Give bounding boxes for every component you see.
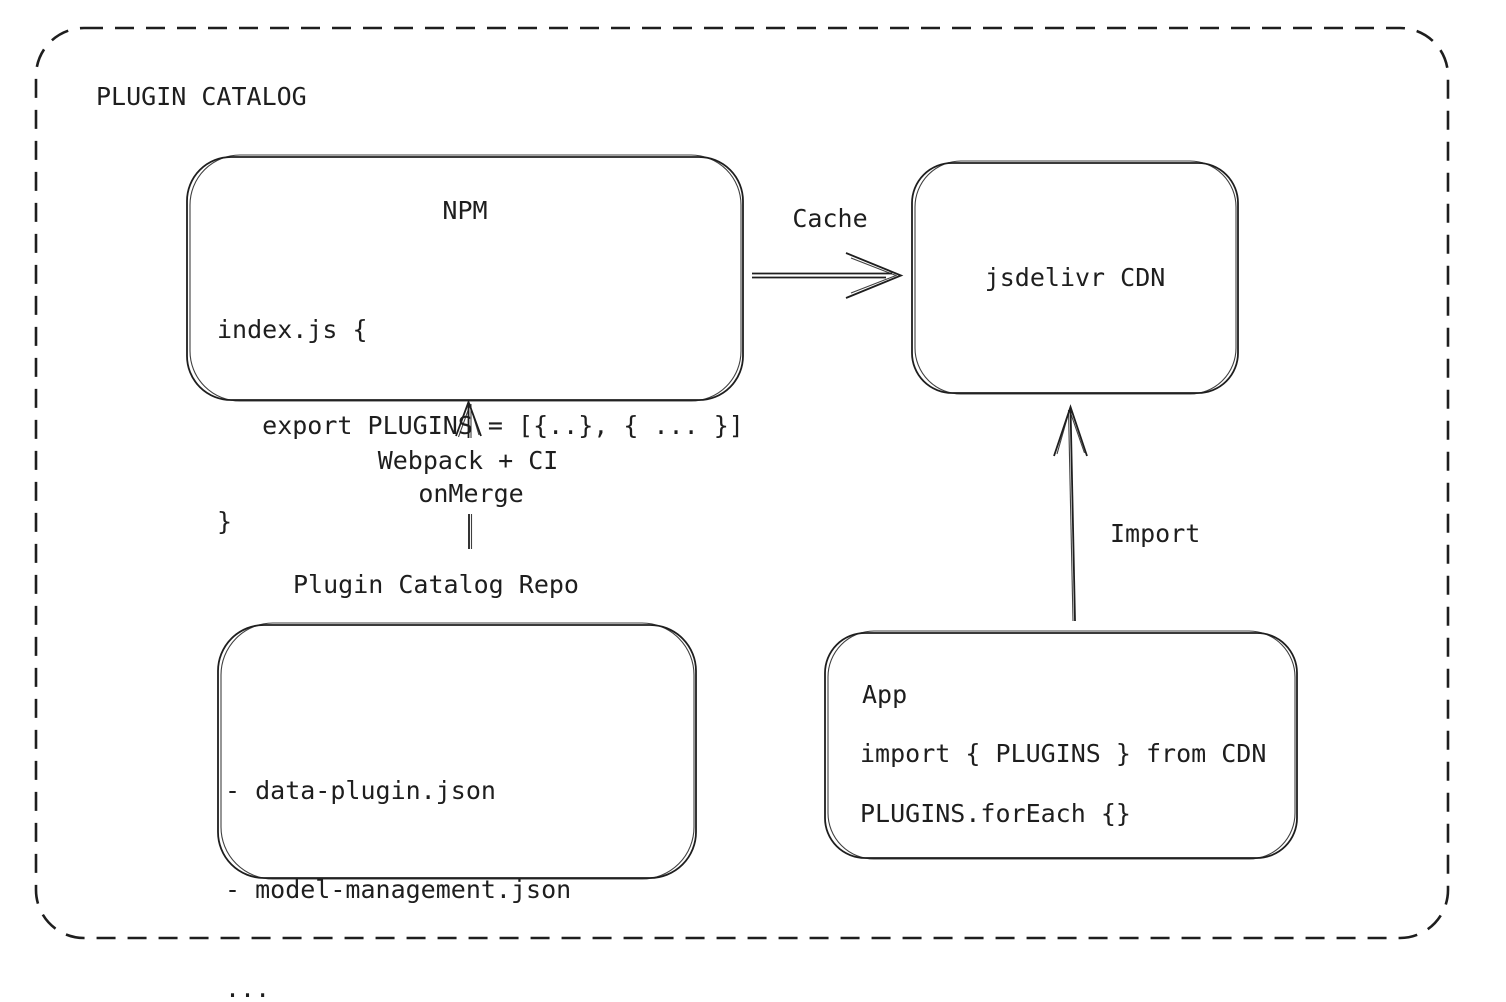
build-arrow [455, 399, 482, 549]
cache-arrow [752, 252, 904, 299]
npm-box-outline [186, 154, 744, 402]
npm-code-block: index.js { export PLUGINS = [{..}, { ...… [217, 250, 744, 602]
repo-file-item: - model-management.json [225, 875, 572, 904]
repo-box-outline [217, 622, 697, 880]
import-arrow [1053, 404, 1088, 622]
repo-node-title: Plugin Catalog Repo [293, 570, 579, 599]
cdn-node-title: jsdelivr CDN [984, 263, 1166, 292]
cdn-box-outline [911, 160, 1239, 395]
npm-code-line: index.js { [217, 315, 368, 344]
npm-code-line: } [217, 507, 233, 536]
repo-file-item: ... [225, 974, 271, 1002]
npm-node-title: NPM [442, 196, 488, 225]
repo-file-item: - data-plugin.json [225, 776, 496, 805]
app-code-line: PLUGINS.forEach {} [860, 799, 1131, 828]
app-node-title: App [862, 680, 908, 709]
import-arrow-label: Import [1110, 519, 1201, 548]
build-arrow-label-line1: Webpack + CI [377, 446, 559, 475]
npm-code-line: export PLUGINS = [{..}, { ... }] [217, 411, 744, 440]
repo-file-list: - data-plugin.json - model-management.js… [225, 708, 571, 1002]
outer-frame [34, 26, 1450, 940]
cache-arrow-label: Cache [792, 204, 868, 233]
app-code-line: import { PLUGINS } from CDN [860, 739, 1267, 768]
app-box-outline [824, 630, 1298, 860]
build-arrow-label-line2: onMerge [418, 479, 524, 508]
diagram-title: PLUGIN CATALOG [96, 82, 307, 111]
